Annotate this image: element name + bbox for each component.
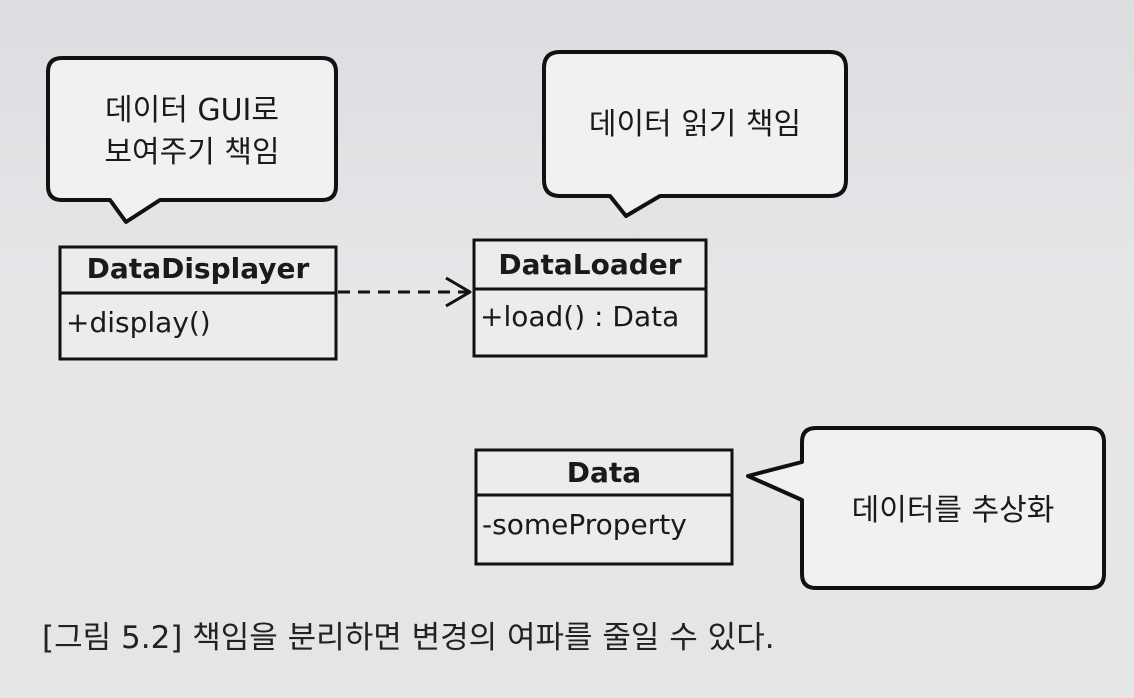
class-box-datadisplayer bbox=[58, 245, 338, 361]
dependency-arrow-head bbox=[445, 276, 472, 308]
class-name-datadisplayer: DataDisplayer bbox=[86, 252, 310, 285]
callout-bubble-load bbox=[542, 50, 848, 218]
class-name-dataloader: DataLoader bbox=[498, 248, 682, 281]
callout-display-line2: 보여주기 책임 bbox=[104, 135, 280, 170]
callout-display-line1: 데이터 GUI로 bbox=[105, 93, 279, 128]
callout-text-data: 데이터를 추상화 bbox=[851, 493, 1055, 528]
class-box-data bbox=[474, 448, 734, 566]
figure-caption: [그림 5.2] 책임을 분리하면 변경의 여파를 줄일 수 있다. bbox=[42, 620, 775, 656]
callout-text-load: 데이터 읽기 책임 bbox=[588, 107, 802, 142]
class-member-display: +display() bbox=[66, 306, 211, 339]
callout-text-display: 데이터 GUI로 보여주기 책임 bbox=[48, 90, 336, 174]
class-name-data: Data bbox=[566, 456, 642, 489]
class-member-someproperty: -someProperty bbox=[482, 508, 687, 541]
callout-bubble-display bbox=[46, 56, 338, 224]
class-member-load: +load() : Data bbox=[480, 300, 680, 333]
class-box-dataloader bbox=[472, 238, 708, 358]
callout-bubble-data bbox=[746, 426, 1106, 590]
